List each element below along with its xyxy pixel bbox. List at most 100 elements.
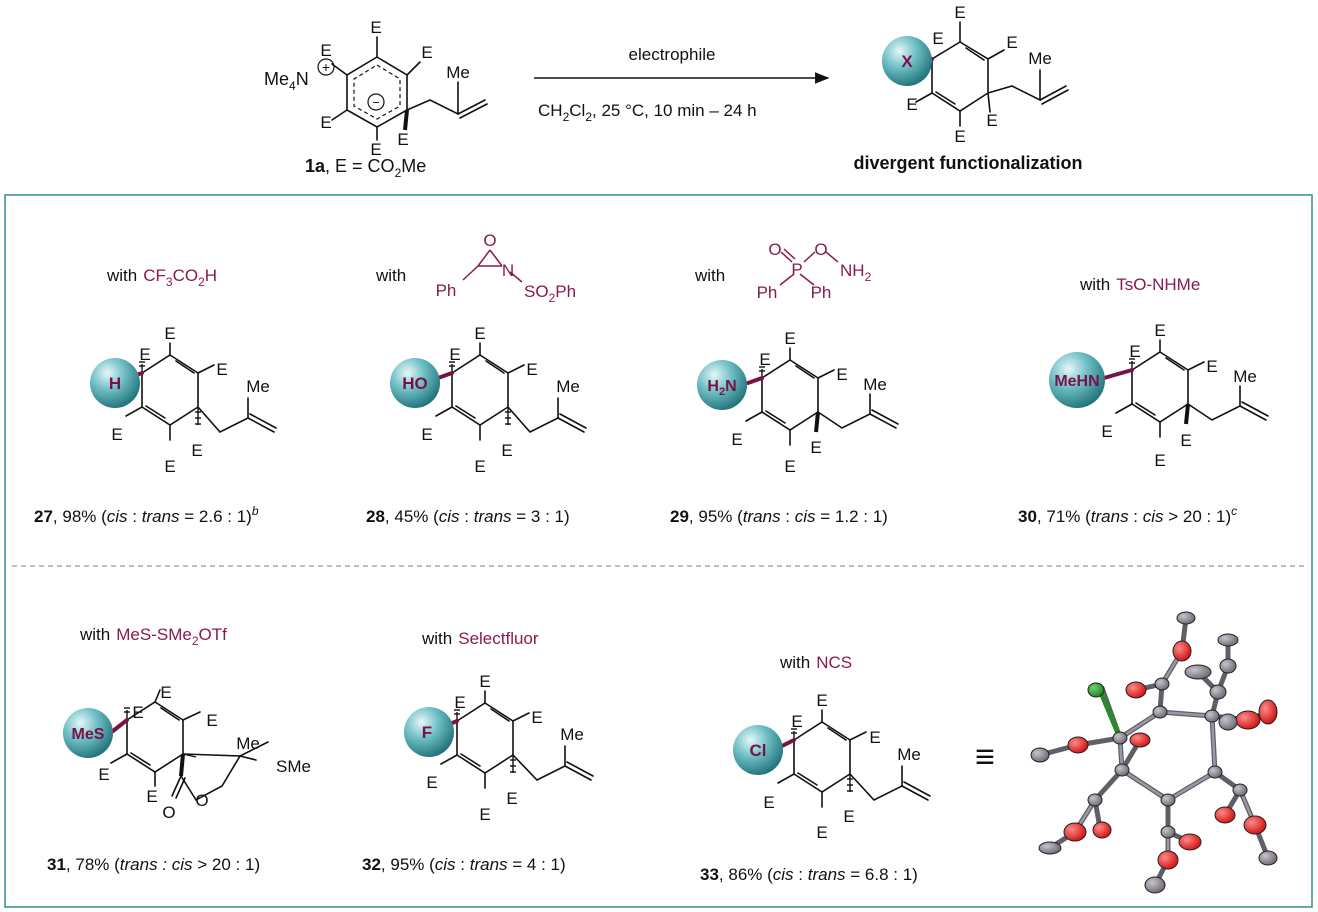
arrow-conditions: CH2Cl2, 25 °C, 10 min – 24 h bbox=[538, 101, 757, 124]
ester-label: E bbox=[421, 425, 432, 444]
yield-caption: 32, 95% (cis : trans = 4 : 1) bbox=[362, 855, 566, 874]
group-label: F bbox=[422, 723, 432, 742]
ester-label: E bbox=[216, 360, 227, 379]
ester-label: E bbox=[191, 441, 202, 460]
thioether-label: SMe bbox=[276, 757, 311, 776]
phenyl-label: Ph bbox=[811, 283, 832, 302]
ester-label: E bbox=[810, 438, 821, 457]
ester-label: E bbox=[501, 441, 512, 460]
with-label: with bbox=[375, 266, 406, 285]
oxygen-label: O bbox=[483, 231, 496, 250]
methyl-label: Me bbox=[897, 745, 921, 764]
ester-label: E bbox=[474, 324, 485, 343]
ester-label: E bbox=[320, 113, 331, 132]
amine-label: NH2 bbox=[840, 261, 872, 284]
sulfonyl-label: SO2Ph bbox=[524, 282, 576, 305]
ester-label: E bbox=[791, 712, 802, 731]
results-frame bbox=[4, 194, 1313, 908]
oxygen-label: O bbox=[768, 240, 781, 259]
ester-label: E bbox=[1154, 451, 1165, 470]
nitrogen-label: N bbox=[502, 261, 514, 280]
ester-label: E bbox=[816, 823, 827, 842]
ester-label: E bbox=[954, 3, 965, 22]
ester-label: E bbox=[164, 457, 175, 476]
ester-label: E bbox=[206, 711, 217, 730]
entry-28: with O N Ph SO2Ph HO E E E E E E Me bbox=[366, 231, 587, 526]
phenyl-label: Ph bbox=[757, 283, 778, 302]
ester-label: E bbox=[474, 457, 485, 476]
group-label: Cl bbox=[750, 741, 767, 760]
group-label: MeS bbox=[72, 726, 105, 743]
ester-label: E bbox=[160, 683, 171, 702]
ester-label: E bbox=[426, 773, 437, 792]
ester-label: E bbox=[1006, 33, 1017, 52]
methyl-label: Me bbox=[1233, 367, 1257, 386]
substrate-caption: 1a, E = CO2Me bbox=[305, 156, 426, 180]
ester-label: E bbox=[164, 324, 175, 343]
yield-caption: 28, 45% (cis : trans = 3 : 1) bbox=[366, 507, 570, 526]
ester-label: E bbox=[146, 787, 157, 806]
ester-label: E bbox=[370, 140, 381, 159]
ester-label: E bbox=[836, 365, 847, 384]
ester-label: E bbox=[526, 360, 537, 379]
ester-label: E bbox=[731, 430, 742, 449]
oxaziridine-reagent bbox=[462, 249, 523, 283]
group-label: HO bbox=[402, 374, 428, 393]
with-label: with bbox=[694, 266, 725, 285]
group-label: H2N bbox=[707, 378, 736, 398]
ester-label: E bbox=[479, 805, 490, 824]
ester-label: E bbox=[1129, 342, 1140, 361]
ester-label: E bbox=[1180, 431, 1191, 450]
methyl-label: Me bbox=[446, 63, 470, 82]
equivalence-sign: ≡ bbox=[975, 738, 995, 776]
entry-29: with O P O NH2 Ph Ph H2N E E E E bbox=[670, 240, 899, 526]
ester-label: E bbox=[132, 703, 143, 722]
yield-caption: 33, 86% (cis : trans = 6.8 : 1) bbox=[700, 865, 918, 884]
ring-oxygen: O bbox=[195, 791, 208, 810]
methyl-label: Me bbox=[556, 377, 580, 396]
methyl-label: Me bbox=[1028, 49, 1052, 68]
minus-charge: − bbox=[372, 95, 380, 110]
substrate-1a: E E E E E E Me − Me4N + 1a, E = CO2Me bbox=[264, 18, 488, 180]
ester-label: E bbox=[421, 43, 432, 62]
ester-label: E bbox=[784, 329, 795, 348]
ester-label: E bbox=[1154, 321, 1165, 340]
group-label: MeHN bbox=[1054, 373, 1099, 390]
ester-label: E bbox=[843, 807, 854, 826]
ester-label: E bbox=[531, 708, 542, 727]
arrow-reagent: electrophile bbox=[629, 45, 716, 64]
lactone-oxygen: O bbox=[162, 803, 175, 822]
phosphinyl-reagent bbox=[779, 248, 839, 286]
ester-label: E bbox=[370, 18, 381, 37]
ester-label: E bbox=[759, 350, 770, 369]
ester-label: E bbox=[111, 425, 122, 444]
ester-label: E bbox=[449, 345, 460, 364]
methyl-label: Me bbox=[863, 375, 887, 394]
ester-label: E bbox=[454, 693, 465, 712]
methyl-label: Me bbox=[560, 725, 584, 744]
ester-label: E bbox=[1206, 357, 1217, 376]
cation-label: Me4N bbox=[264, 69, 309, 93]
oxygen-label: O bbox=[814, 240, 827, 259]
product-general: X E E E E E E Me divergent functionaliza… bbox=[853, 3, 1082, 173]
ester-label: E bbox=[816, 691, 827, 710]
ester-label: E bbox=[320, 41, 331, 60]
group-label: H bbox=[109, 374, 121, 393]
yield-caption: 27, 98% (cis : trans = 2.6 : 1)b bbox=[34, 504, 259, 526]
ester-label: E bbox=[954, 127, 965, 146]
ester-label: E bbox=[906, 95, 917, 114]
product-caption: divergent functionalization bbox=[853, 153, 1082, 173]
phenyl-label: Ph bbox=[436, 281, 457, 300]
ester-label: E bbox=[479, 672, 490, 691]
